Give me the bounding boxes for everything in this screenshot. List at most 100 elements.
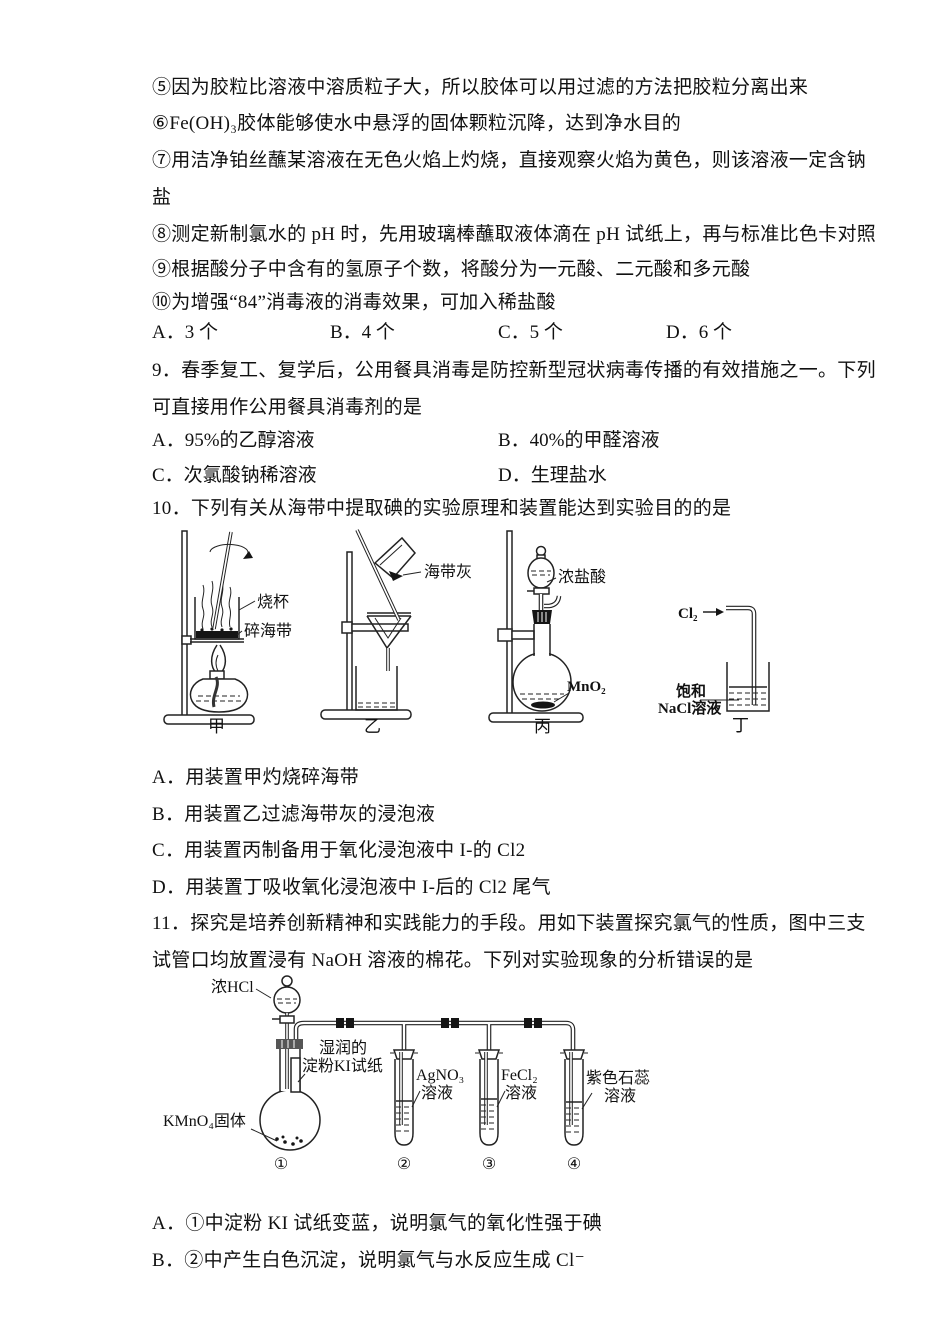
tube4-label-line1: 紫色石蕊 xyxy=(586,1069,650,1087)
kmno4-label: KMnO₄固体 xyxy=(163,1112,246,1130)
count-option-b: B．4 个 xyxy=(330,322,395,343)
stopcock xyxy=(279,1015,295,1024)
apparatus-ding: Cl₂ 饱和 NaCl溶液 丁 xyxy=(658,605,770,735)
stand-pole xyxy=(181,530,188,718)
funnel-knob xyxy=(281,975,293,987)
device-label-ding: 丁 xyxy=(732,716,749,735)
q10-option-b: B．用装置乙过滤海带灰的浸泡液 xyxy=(152,804,436,825)
statement-6: ⑥Fe(OH)₃胶体能够使水中悬浮的固体颗粒沉降，达到净水目的 xyxy=(152,113,682,134)
rotation-arrow xyxy=(209,543,249,557)
pouring-beaker xyxy=(373,536,416,581)
pointer-hcl xyxy=(255,988,272,999)
clamp-knob xyxy=(181,635,192,645)
tube2-label-line2: 溶液 xyxy=(421,1084,453,1102)
clamp-ring xyxy=(351,623,409,632)
device-label-bing: 丙 xyxy=(534,717,551,736)
device-label-jia: 甲 xyxy=(208,717,225,736)
beaker-label: 烧杯 xyxy=(257,593,289,611)
apparatus-jia: 烧杯 碎海带 甲 xyxy=(163,530,292,736)
count-option-a: A．3 个 xyxy=(152,322,218,343)
statement-7-line1: ⑦用洁净铂丝蘸某溶液在无色火焰上灼烧，直接观察火焰为黄色，则该溶液一定含钠 xyxy=(152,150,867,171)
statement-7-line2: 盐 xyxy=(152,187,172,208)
q11-stem-line2: 试管口均放置浸有 NaOH 溶液的棉花。下列对实验现象的分析错误的是 xyxy=(152,950,754,971)
hcl-label: 浓HCl xyxy=(211,978,254,996)
flask-stopper xyxy=(276,1039,303,1049)
q9-option-d: D．生理盐水 xyxy=(498,465,607,486)
pointer-tube3 xyxy=(496,1090,506,1108)
q10-option-c: C．用装置丙制备用于氧化浸泡液中 I-的 Cl2 xyxy=(152,840,526,861)
kelp-solid xyxy=(196,631,238,638)
q10-stem: 10．下列有关从海带中提取碘的实验原理和装置能达到实验目的的是 xyxy=(152,498,732,519)
statement-5: ⑤因为胶粒比溶液中溶质粒子大，所以胶体可以用过滤的方法把胶粒分离出来 xyxy=(152,77,809,98)
nacl-label-line1: 饱和 xyxy=(676,682,706,700)
device-label-yi: 乙 xyxy=(364,717,381,736)
apparatus-yi: 海带灰 乙 xyxy=(320,529,472,736)
funnel-bulb xyxy=(273,986,301,1014)
pointer-acid xyxy=(546,577,557,583)
receiving-beaker xyxy=(355,666,398,711)
statement-8: ⑧测定新制氯水的 pH 时，先用玻璃棒蘸取液体滴在 pH 试纸上，再与标准比色卡… xyxy=(152,224,877,245)
pointer-paper xyxy=(297,1073,306,1083)
ash-label: 海带灰 xyxy=(424,563,472,581)
stand-base xyxy=(488,712,584,723)
test-tube-2: AgNO₃ 溶液 ② xyxy=(390,1049,464,1173)
flask-body xyxy=(259,1089,321,1151)
statement-10: ⑩为增强“84”消毒液的消毒效果，可加入稀盐酸 xyxy=(152,292,556,313)
num-4: ④ xyxy=(567,1156,581,1173)
q10-option-d: D．用装置丁吸收氧化浸泡液中 I-后的 Cl2 尾气 xyxy=(152,877,551,898)
tube2-label-line1: AgNO₃ xyxy=(416,1067,464,1084)
pointer-mno2 xyxy=(553,692,570,703)
tube3-label-line1: FeCl₂ xyxy=(501,1067,538,1084)
q9-stem-line1: 9．春季复工、复学后，公用餐具消毒是防控新型冠状病毒传播的有效措施之一。下列 xyxy=(152,360,876,381)
acid-label: 浓盐酸 xyxy=(558,568,606,586)
dropping-funnel xyxy=(527,545,555,611)
num-2: ② xyxy=(397,1156,411,1173)
q9-option-c: C．次氯酸钠稀溶液 xyxy=(152,465,317,486)
q11-apparatus-diagram: 浓HCl 湿润的 xyxy=(163,975,650,1173)
pointer-ash xyxy=(402,571,422,576)
pointer-tube4 xyxy=(581,1092,593,1110)
kmno4-solid xyxy=(275,1135,303,1146)
ki-paper-strip xyxy=(290,1057,301,1093)
clamp-knob xyxy=(497,628,513,642)
statement-9: ⑨根据酸分子中含有的氢原子个数，将酸分为一元酸、二元酸和多元酸 xyxy=(152,259,751,280)
mno2-label: MnO₂ xyxy=(567,679,606,695)
clamp-knob xyxy=(341,621,353,634)
q11-stem-line1: 11．探究是培养创新精神和实践能力的手段。用如下装置探究氯气的性质，图中三支 xyxy=(152,913,866,934)
num-1: ① xyxy=(274,1156,288,1173)
funnel xyxy=(366,612,412,671)
generator-flask: 浓HCl 湿润的 xyxy=(163,975,383,1173)
paper-label-line1: 湿润的 xyxy=(319,1039,367,1057)
tube-connectors xyxy=(336,1018,542,1028)
test-tube-4: 紫色石蕊 溶液 ④ xyxy=(560,1049,650,1173)
q9-option-a: A．95%的乙醇溶液 xyxy=(152,430,315,451)
test-tube-3: FeCl₂ 溶液 ③ xyxy=(475,1049,538,1173)
num-3: ③ xyxy=(482,1156,496,1173)
q10-option-a: A．用装置甲灼烧碎海带 xyxy=(152,767,360,788)
stand-pole xyxy=(506,530,513,718)
tube4-label-line2: 溶液 xyxy=(604,1087,636,1105)
pointer-tube2 xyxy=(411,1090,421,1108)
stand-base xyxy=(163,714,255,725)
count-option-c: C．5 个 xyxy=(498,322,563,343)
paper-label-line2: 淀粉KI试纸 xyxy=(302,1057,383,1075)
pointer-beaker xyxy=(238,600,256,611)
q9-option-b: B．40%的甲醛溶液 xyxy=(498,430,660,451)
gas-tube xyxy=(726,605,757,705)
gas-manifold xyxy=(293,1018,576,1052)
apparatus-bing: 浓盐酸 MnO₂ 丙 xyxy=(488,530,606,736)
kelp-label: 碎海带 xyxy=(244,622,292,640)
q11-option-b: B．②中产生白色沉淀，说明氯气与水反应生成 Cl⁻ xyxy=(152,1250,585,1271)
q10-apparatus-diagram: 烧杯 碎海带 甲 xyxy=(163,529,770,736)
tube3-label-line2: 溶液 xyxy=(505,1084,537,1102)
pointer-kelp xyxy=(236,630,243,636)
beaker xyxy=(194,597,240,640)
clamp-arm xyxy=(511,630,535,640)
mno2-solid xyxy=(531,701,555,709)
nacl-label-line2: NaCl溶液 xyxy=(658,699,722,717)
beaker xyxy=(726,662,770,712)
pointer-kmno4 xyxy=(250,1128,278,1142)
q11-option-a: A．①中淀粉 KI 试纸变蓝，说明氯气的氧化性强于碘 xyxy=(152,1213,603,1234)
count-option-d: D．6 个 xyxy=(666,322,732,343)
